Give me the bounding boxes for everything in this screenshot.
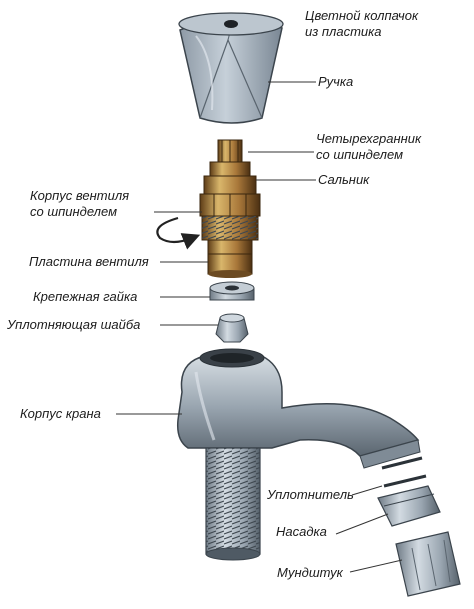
label-cap-line-1: Цветной колпачок <box>305 8 419 23</box>
label-nozzle: Насадка <box>276 524 327 539</box>
label-valve-body-line-1: Корпус вентиля <box>30 188 130 203</box>
label-mouthpiece: Мундштук <box>277 565 343 580</box>
label-valve-body: Корпус вентиля со шпинделем <box>30 188 129 220</box>
label-valve-plate: Пластина вентиля <box>29 254 149 269</box>
label-cap-line-2: из пластика <box>305 24 382 39</box>
aerator-parts <box>377 456 461 597</box>
label-tap-body: Корпус крана <box>20 406 101 421</box>
leader-lines <box>116 81 403 573</box>
rotation-arrow-icon <box>156 216 201 250</box>
valve-cartridge-part <box>199 139 261 278</box>
label-valve-body-line-2: со шпинделем <box>30 204 117 219</box>
label-spindle-square-line-2: со шпинделем <box>316 147 403 162</box>
label-sealing-washer: Уплотняющая шайба <box>7 317 141 332</box>
tap-body-part <box>176 348 421 561</box>
label-fixing-nut: Крепежная гайка <box>33 289 138 304</box>
label-handle: Ручка <box>318 74 354 89</box>
label-gland: Сальник <box>318 172 370 187</box>
label-cap: Цветной колпачок из пластика <box>305 8 418 40</box>
label-spindle-square-line-1: Четырехгранник <box>316 131 422 146</box>
handle-part <box>178 12 284 124</box>
fixing-nut-part <box>209 281 255 301</box>
label-spindle-square: Четырехгранник со шпинделем <box>316 131 421 163</box>
label-seal: Уплотнитель <box>267 487 354 502</box>
sealing-washer-part <box>215 313 249 343</box>
